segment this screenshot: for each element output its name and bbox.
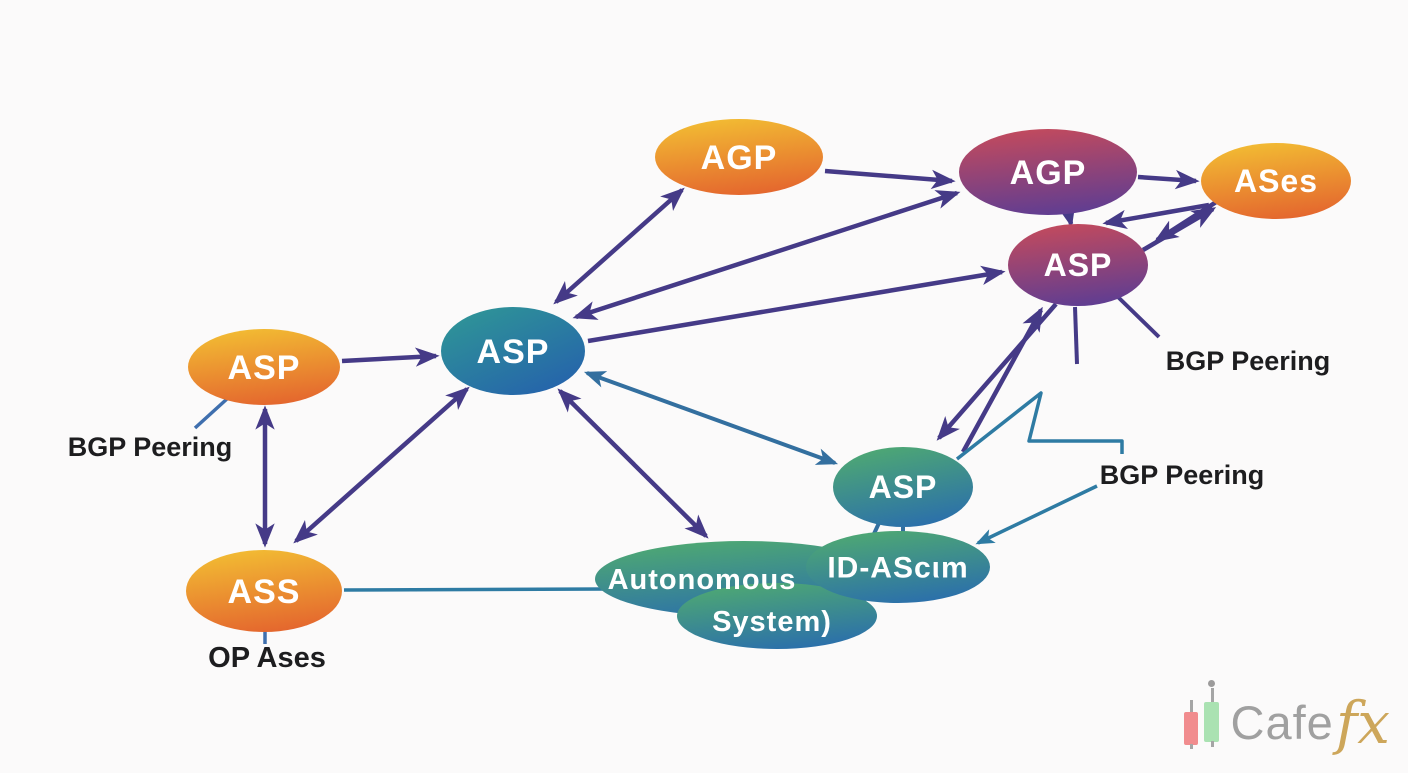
- node-shape-asp-green: [833, 447, 973, 527]
- node-label-asp-left: ASP: [228, 349, 301, 387]
- edges-layer: [193, 168, 1226, 644]
- node-label-autonomous-system: Autonomous: [608, 564, 797, 596]
- edge-ass--asp-center: [293, 386, 470, 544]
- label-bgp-peering-right-top: BGP Peering: [1166, 346, 1331, 376]
- node-ass: ASS: [186, 550, 342, 632]
- node-shape-asp-right: [1008, 224, 1148, 306]
- watermark-fx-text: fx: [1335, 688, 1390, 757]
- node-shape-ass: [186, 550, 342, 632]
- edge-agp-top--agp-right: [824, 168, 956, 190]
- node-label-ass: ASS: [228, 573, 301, 611]
- edge-asp-green--asp-right: [961, 306, 1043, 454]
- edge-ases--asp-right: [1153, 195, 1226, 242]
- node-shape-agp-right: [959, 129, 1137, 215]
- label-bgp-peering-left: BGP Peering: [68, 432, 233, 462]
- edge-bgp-zigzag-leader: [955, 391, 1124, 461]
- node-asp-center: ASP: [441, 307, 585, 395]
- node-label-asp-green: ASP: [869, 469, 938, 505]
- node-shape-autonomous-system: [677, 583, 877, 649]
- node-agp-top: AGP: [655, 119, 823, 195]
- edge-asp-left--asp-center: [341, 347, 440, 367]
- node-asp-green: ASP: [833, 447, 973, 527]
- node-label-id-ascim: ID-AScιm: [827, 552, 968, 585]
- node-ases: ASes: [1201, 143, 1351, 219]
- node-label-agp-top: AGP: [701, 139, 778, 177]
- edge-asp-right--asp-green: [936, 302, 1058, 441]
- node-shape-ases: [1201, 143, 1351, 219]
- node-asp-left: ASP: [188, 329, 340, 405]
- edge-asp-center--cloud: [557, 388, 709, 539]
- watermark-logo: Cafe fx: [1181, 680, 1390, 757]
- node-label-agp-right: AGP: [1010, 154, 1087, 192]
- edge-bgp--id-ascim: [975, 484, 1098, 545]
- node-agp-right: AGP: [959, 129, 1137, 215]
- edge-asp-right-leader-down: [1073, 306, 1079, 365]
- watermark-cafe-text: Cafe: [1230, 696, 1334, 749]
- edge-ass--cloud: [343, 587, 607, 592]
- edge-asp-center--agp-top: [553, 187, 685, 305]
- edge-asp-center--agp-right: [572, 190, 961, 320]
- candlestick-icon: [1181, 680, 1225, 749]
- label-op-ases: OP Ases: [208, 642, 326, 674]
- edge-asp-right-leader-bgp: [1116, 295, 1161, 339]
- edge-asp-left-leader-bgp: [193, 396, 230, 430]
- node-asp-right: ASP: [1008, 224, 1148, 306]
- node-shape-asp-center: [441, 307, 585, 395]
- node-id-ascim: ID-AScιm: [806, 531, 990, 603]
- node-label-asp-right: ASP: [1044, 247, 1113, 283]
- label-bgp-peering-right-mid: BGP Peering: [1100, 460, 1265, 490]
- node-label-ases: ASes: [1234, 163, 1318, 199]
- edge-asp-center--asp-green: [583, 371, 839, 465]
- node-shape-agp-top: [655, 119, 823, 195]
- edge-agp-right--ases: [1137, 169, 1200, 190]
- node-label-asp-center: ASP: [477, 333, 550, 371]
- node-shape-asp-left: [188, 329, 340, 405]
- edge-ases--agp-right: [1102, 202, 1210, 230]
- node-shape-id-ascim: [806, 531, 990, 603]
- node-label-autonomous-system: System): [712, 606, 832, 638]
- edge-asp-center--asp-right: [587, 265, 1006, 344]
